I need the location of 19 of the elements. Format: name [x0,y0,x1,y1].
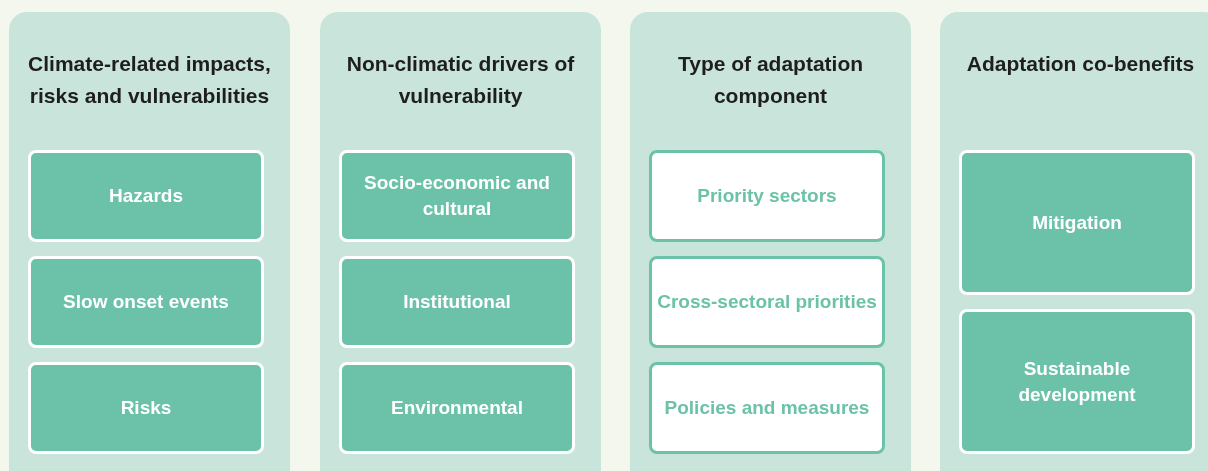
category-box: Policies and measures [649,362,885,454]
category-box: Slow onset events [28,256,264,348]
category-box: Mitigation [959,150,1195,295]
category-box: Priority sectors [649,150,885,242]
column-panel [940,12,1208,471]
category-box: Environmental [339,362,575,454]
column-panel [320,12,601,471]
category-box: Hazards [28,150,264,242]
category-box: Risks [28,362,264,454]
column-heading: Type of adaptation component [676,51,865,109]
category-box: Institutional [339,256,575,348]
column-heading: Climate-related impacts, risks and vulnerabilities [27,51,272,109]
column-panel [9,12,290,471]
category-box: Socio-economic and cultural [339,150,575,242]
column-panel [630,12,911,471]
column-heading: Non-climatic drivers of vulnerability [345,51,576,109]
column-heading: Adaptation co-benefits [965,51,1196,77]
category-box: Cross-sectoral priorities [649,256,885,348]
category-box: Sustainable development [959,309,1195,454]
